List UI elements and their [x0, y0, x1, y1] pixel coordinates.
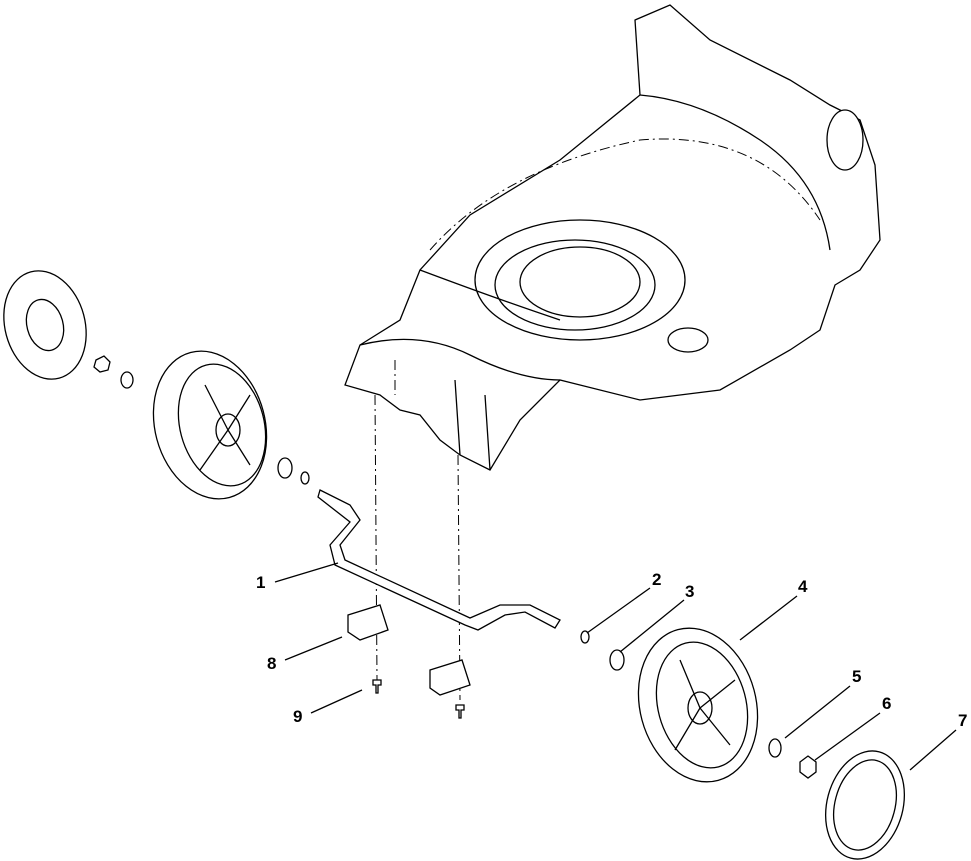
hubcap-left [3, 270, 87, 380]
callout-6: 6 [882, 694, 892, 713]
washer-right [609, 649, 625, 671]
callout-1: 1 [256, 573, 266, 592]
hubcap-right [824, 750, 906, 860]
ring-right [580, 630, 590, 644]
wheel-right [637, 627, 759, 783]
axle [317, 489, 561, 631]
nut-right [799, 755, 817, 779]
callout-8: 8 [267, 654, 277, 673]
leader-lines [274, 562, 957, 771]
washer-outer [768, 738, 782, 758]
washer-left [120, 371, 134, 389]
nut-left [93, 355, 111, 373]
callout-5: 5 [852, 667, 862, 686]
screw-right [455, 704, 465, 719]
screw-left [372, 679, 382, 694]
wheel-left [152, 350, 268, 500]
callout-7: 7 [958, 711, 968, 730]
callout-3: 3 [685, 582, 695, 601]
ring-left [300, 471, 310, 485]
mower-deck [344, 4, 881, 471]
callout-2: 2 [652, 570, 662, 589]
height-bracket-left [347, 604, 389, 641]
washer-left-inner [277, 457, 293, 479]
callout-4: 4 [798, 577, 808, 596]
callout-9: 9 [293, 707, 303, 726]
height-bracket-right [429, 659, 471, 696]
